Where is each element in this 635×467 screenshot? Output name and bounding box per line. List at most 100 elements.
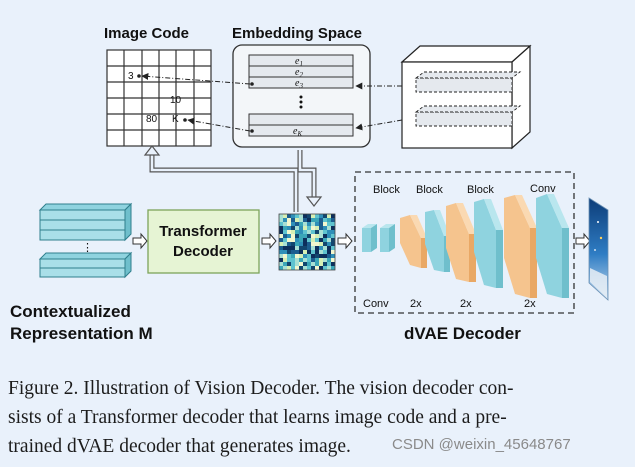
mosaic-cell bbox=[299, 214, 303, 218]
mosaic-cell bbox=[307, 214, 311, 218]
mosaic-cell bbox=[327, 266, 331, 270]
mosaic-cell bbox=[299, 234, 303, 238]
mosaic-cell bbox=[319, 222, 323, 226]
mosaic-cell bbox=[287, 238, 291, 242]
grid-dot-3 bbox=[137, 74, 141, 78]
mosaic-cell bbox=[287, 254, 291, 258]
mosaic-cell bbox=[291, 250, 295, 254]
mosaic-cell bbox=[315, 234, 319, 238]
mosaic-cell bbox=[295, 230, 299, 234]
flow-to-image-code bbox=[143, 145, 299, 212]
mosaic-cell bbox=[323, 222, 327, 226]
mosaic-cell bbox=[311, 250, 315, 254]
mosaic-cell bbox=[319, 218, 323, 222]
transformer-label-line2: Decoder bbox=[173, 243, 233, 260]
decoder-label-2x-3: 2x bbox=[524, 298, 536, 310]
mosaic-cell bbox=[311, 242, 315, 246]
mosaic-cell bbox=[295, 250, 299, 254]
mosaic-cell bbox=[307, 258, 311, 262]
mosaic-cell bbox=[319, 266, 323, 270]
mosaic-cell bbox=[299, 222, 303, 226]
mosaic-cell bbox=[315, 230, 319, 234]
mosaic-cell bbox=[283, 258, 287, 262]
mosaic-cell bbox=[327, 254, 331, 258]
mosaic-cell bbox=[287, 234, 291, 238]
mosaic-cell bbox=[323, 262, 327, 266]
decoder-label-block-2: Block bbox=[416, 184, 443, 196]
mosaic-cell bbox=[331, 230, 335, 234]
mosaic-cell bbox=[327, 238, 331, 242]
mosaic-cell bbox=[319, 226, 323, 230]
mosaic-cell bbox=[311, 254, 315, 258]
hollow-arrow-to-dvae bbox=[337, 232, 353, 250]
mosaic-cell bbox=[303, 258, 307, 262]
decoder-label-2x-2: 2x bbox=[460, 298, 472, 310]
hollow-arrow-to-code-image bbox=[261, 232, 277, 250]
decoder-layer-conv-final bbox=[536, 194, 569, 298]
mosaic-cell bbox=[291, 234, 295, 238]
mosaic-cell bbox=[319, 250, 323, 254]
embedding-ek: eK bbox=[293, 126, 302, 138]
csdn-watermark: CSDN @weixin_45648767 bbox=[392, 436, 571, 453]
decoder-layer-orange-1 bbox=[400, 215, 427, 268]
mosaic-cell bbox=[319, 242, 323, 246]
code-lookup-arrows bbox=[141, 72, 403, 132]
caption-line-2: sists of a Transformer decoder that lear… bbox=[8, 407, 507, 428]
mosaic-cell bbox=[295, 214, 299, 218]
mosaic-cell bbox=[307, 234, 311, 238]
mosaic-cell bbox=[295, 258, 299, 262]
vision-decoder-figure: Image Code 3 10 80 K Embedding Space e1 … bbox=[10, 25, 609, 343]
decoder-layer-conv-1 bbox=[362, 224, 377, 252]
mosaic-cell bbox=[323, 254, 327, 258]
mosaic-cell bbox=[327, 262, 331, 266]
mosaic-cell bbox=[331, 254, 335, 258]
mosaic-cell bbox=[291, 262, 295, 266]
decoder-layer-teal-2 bbox=[474, 199, 503, 288]
decoder-layer-conv-2 bbox=[380, 224, 395, 252]
mosaic-cell bbox=[291, 246, 295, 250]
mosaic-cell bbox=[315, 254, 319, 258]
mosaic-cell bbox=[291, 238, 295, 242]
figure-caption: Figure 2. Illustration of Vision Decoder… bbox=[8, 374, 622, 461]
mosaic-cell bbox=[327, 222, 331, 226]
grid-value-80: 80 bbox=[146, 114, 158, 125]
mosaic-cell bbox=[315, 214, 319, 218]
mosaic-cell bbox=[327, 242, 331, 246]
mosaic-cell bbox=[283, 262, 287, 266]
mosaic-cell bbox=[295, 226, 299, 230]
feature-cube bbox=[400, 44, 532, 150]
mosaic-cell bbox=[311, 262, 315, 266]
mosaic-cell bbox=[315, 258, 319, 262]
mosaic-cell bbox=[311, 226, 315, 230]
embedding-dot-e3 bbox=[250, 82, 254, 86]
mosaic-cell bbox=[331, 266, 335, 270]
mosaic-cell bbox=[303, 234, 307, 238]
grid-value-k: K bbox=[172, 114, 179, 125]
mosaic-cell bbox=[279, 214, 283, 218]
image-code-grid bbox=[106, 49, 212, 147]
mosaic-cell bbox=[319, 254, 323, 258]
mosaic-cell bbox=[315, 266, 319, 270]
mosaic-cell bbox=[283, 246, 287, 250]
mosaic-cell bbox=[311, 258, 315, 262]
mosaic-cell bbox=[319, 238, 323, 242]
decoder-label-conv-bottom: Conv bbox=[363, 298, 389, 310]
mosaic-cell bbox=[291, 258, 295, 262]
grid-value-3: 3 bbox=[128, 71, 134, 82]
output-image bbox=[588, 197, 609, 301]
mosaic-cell bbox=[299, 226, 303, 230]
mosaic-cell bbox=[303, 242, 307, 246]
mosaic-cell bbox=[311, 238, 315, 242]
mosaic-cell bbox=[323, 226, 327, 230]
mosaic-cell bbox=[307, 242, 311, 246]
mosaic-cell bbox=[307, 218, 311, 222]
mosaic-cell bbox=[295, 242, 299, 246]
dvae-decoder-title: dVAE Decoder bbox=[404, 324, 521, 343]
mosaic-cell bbox=[311, 266, 315, 270]
decoder-label-block-3: Block bbox=[467, 184, 494, 196]
mosaic-cell bbox=[295, 222, 299, 226]
mosaic-cell bbox=[303, 262, 307, 266]
decoder-layer-orange-3 bbox=[504, 195, 537, 298]
mosaic-cell bbox=[303, 238, 307, 242]
mosaic-cell bbox=[303, 266, 307, 270]
